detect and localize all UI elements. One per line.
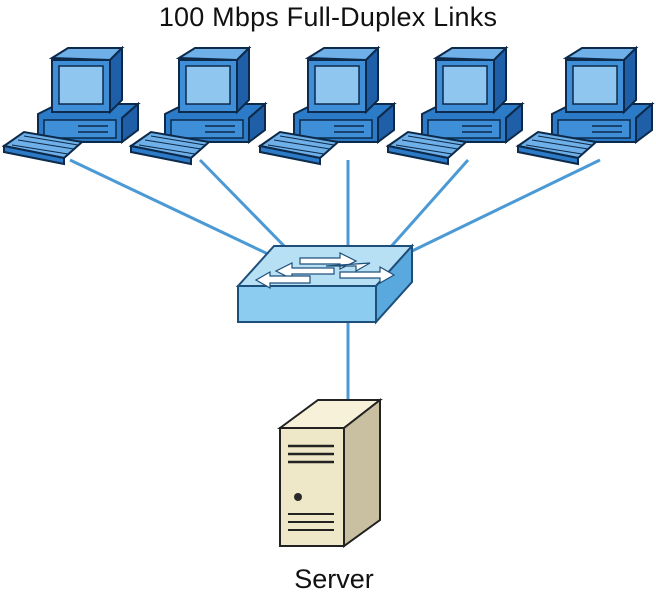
- computer-icon: [259, 47, 395, 165]
- link-pc-1: [69, 158, 269, 256]
- link-pc-4: [386, 159, 470, 251]
- link-pc-2: [198, 158, 292, 254]
- server-icon: [276, 397, 383, 548]
- computer-icon: [387, 47, 523, 165]
- computer-icon: [130, 47, 266, 165]
- links: [69, 158, 601, 404]
- switch-icon: [235, 243, 415, 325]
- server-label: Server: [294, 564, 374, 594]
- computer-icon: [3, 47, 139, 165]
- computer-icon: [517, 47, 653, 165]
- diagram-title: 100 Mbps Full-Duplex Links: [158, 2, 498, 32]
- link-pc-5: [409, 158, 601, 254]
